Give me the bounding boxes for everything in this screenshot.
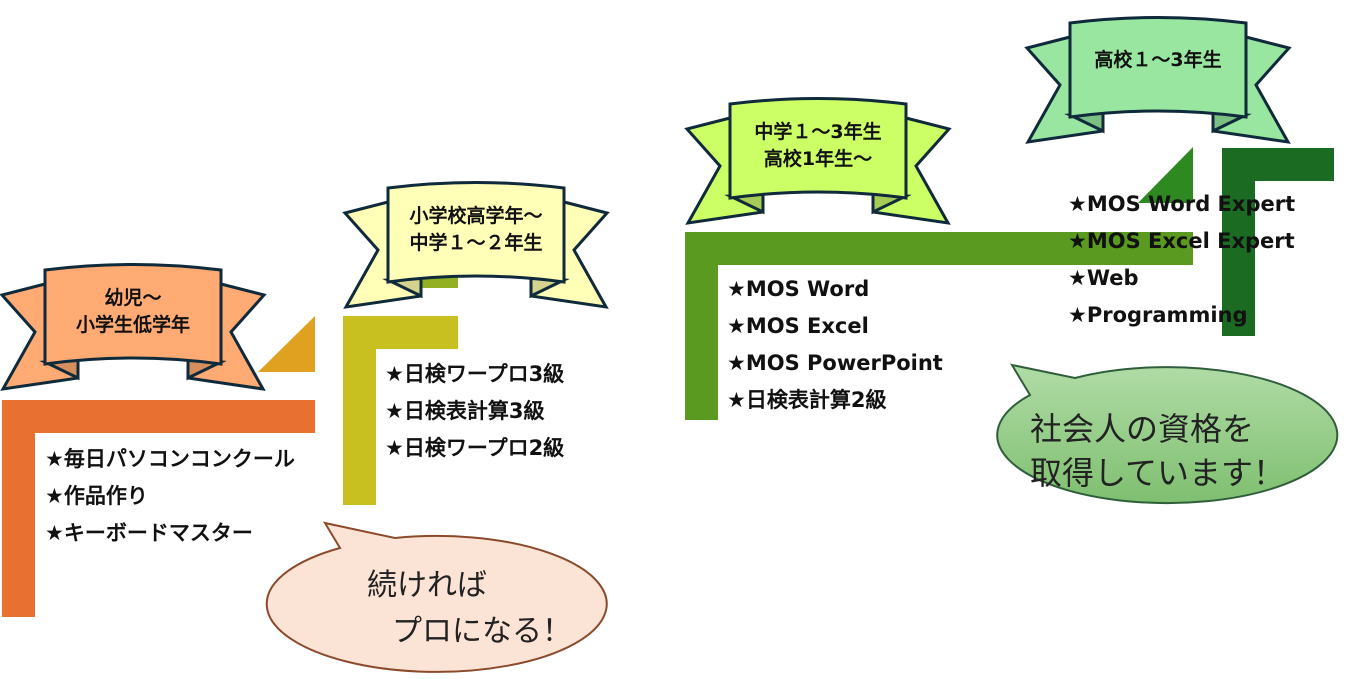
list-item: ★MOS Word bbox=[727, 277, 870, 301]
list-item: ★日検表計算3級 bbox=[385, 399, 545, 423]
ribbon-banner bbox=[1024, 16, 1292, 144]
step-riser bbox=[2, 400, 35, 617]
list-item: ★MOS Excel Expert bbox=[1068, 229, 1295, 253]
bubble-1-line-2: プロになる！ bbox=[392, 614, 572, 649]
list-item: ★毎日パソコンコンクール bbox=[45, 447, 295, 471]
step-bar bbox=[2, 400, 315, 433]
ribbon-banner bbox=[0, 263, 267, 391]
ribbon-banner bbox=[684, 97, 952, 225]
list-item: ★日検表計算2級 bbox=[727, 388, 887, 412]
step-triangle bbox=[1138, 147, 1193, 203]
title-line: 中学１〜２年生 bbox=[409, 232, 543, 254]
title-line: 高校1年生〜 bbox=[763, 148, 873, 170]
bubble-1-line-1: 続ければ bbox=[367, 568, 487, 603]
ribbon-center bbox=[1068, 16, 1248, 119]
bubble-2-line-1: 社会人の資格を bbox=[1030, 410, 1255, 448]
title-line: 幼児〜 bbox=[104, 287, 162, 309]
ribbon-center bbox=[43, 263, 223, 366]
stage-4-list: ★MOS Word Expert ★MOS Excel Expert ★Web … bbox=[1068, 186, 1295, 334]
stage-4-title: 高校１〜3年生 bbox=[1073, 47, 1243, 74]
step-triangle bbox=[258, 316, 315, 372]
step-riser bbox=[343, 316, 376, 505]
stage-2-title: 小学校高学年〜 中学１〜２年生 bbox=[391, 203, 561, 257]
ribbon-center bbox=[728, 97, 908, 200]
list-item: ★作品作り bbox=[45, 484, 148, 508]
bubble-2-line-2: 取得しています！ bbox=[1030, 454, 1286, 492]
list-item: ★日検ワープロ2級 bbox=[385, 436, 565, 460]
ribbon-banner bbox=[342, 181, 610, 309]
title-line: 小学生低学年 bbox=[75, 314, 190, 336]
list-item: ★Programming bbox=[1068, 303, 1248, 327]
step-riser bbox=[685, 232, 718, 420]
speech-bubble-2 bbox=[996, 363, 1339, 505]
speech-bubble-1 bbox=[265, 521, 608, 673]
title-line: 中学１〜3年生 bbox=[754, 121, 882, 143]
list-item: ★キーボードマスター bbox=[45, 521, 253, 545]
list-item: ★MOS Word Expert bbox=[1068, 192, 1296, 216]
title-line: 高校１〜3年生 bbox=[1094, 49, 1222, 71]
list-item: ★Web bbox=[1068, 266, 1139, 290]
list-item: ★MOS Excel bbox=[727, 314, 869, 338]
step-riser bbox=[1222, 148, 1255, 336]
stage-1-title: 幼児〜 小学生低学年 bbox=[48, 285, 218, 339]
stage-3-list: ★MOS Word ★MOS Excel ★MOS PowerPoint ★日検… bbox=[727, 271, 943, 419]
title-line: 小学校高学年〜 bbox=[409, 205, 543, 227]
stage-3-title: 中学１〜3年生 高校1年生〜 bbox=[733, 119, 903, 173]
stage-2-list: ★日検ワープロ3級 ★日検表計算3級 ★日検ワープロ2級 bbox=[385, 356, 564, 467]
list-item: ★MOS PowerPoint bbox=[727, 351, 943, 375]
list-item: ★日検ワープロ3級 bbox=[385, 362, 565, 386]
ribbon-center bbox=[386, 181, 566, 284]
stage-1-list: ★毎日パソコンコンクール ★作品作り ★キーボードマスター bbox=[45, 441, 295, 552]
step-bar bbox=[685, 232, 1193, 265]
